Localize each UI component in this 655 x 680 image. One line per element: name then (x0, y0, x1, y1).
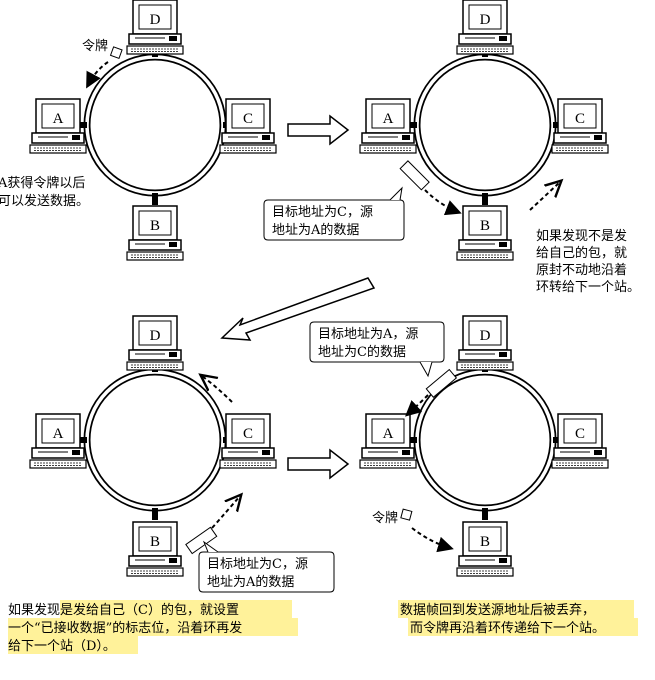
node-d-2: D (456, 0, 514, 55)
node-b-4: B (456, 521, 514, 577)
panel2-note-line3: 原封不动地沿着 (536, 262, 627, 278)
svg-text:B: B (480, 534, 490, 550)
node-a-1: A (29, 98, 87, 154)
panel-4: D A C B 目标地址为A，源 地址为C的数据 令牌 数据帧回到发送源地址后被… (309, 315, 638, 636)
panel2-note-line4: 环转给下一个站。 (536, 280, 640, 295)
panel3-note-line2: 一个“已接收数据”的标志位，沿着环再发 (8, 620, 242, 636)
ring-1 (87, 57, 223, 193)
node-d-4: D (456, 315, 514, 371)
panel2-note-line1: 如果发现不是发 (536, 228, 627, 244)
flow-arrow-2-3 (220, 277, 376, 341)
flow-arrow-3-4 (287, 448, 350, 480)
panel4-callout-line2: 地址为C的数据 (318, 344, 406, 360)
panel4-note-line2: 而令牌再沿着环传递给下一个站。 (410, 620, 605, 636)
svg-text:B: B (150, 218, 160, 234)
node-a-2: A (359, 98, 417, 154)
node-b-1: B (126, 205, 184, 261)
highlight-3b (8, 618, 298, 636)
packet-arrow-3 (211, 496, 240, 529)
svg-text:D: D (150, 12, 161, 28)
node-c-4: C (551, 413, 609, 469)
svg-text:B: B (150, 534, 160, 550)
data-packet-4 (425, 368, 458, 398)
node-a-4: A (359, 413, 417, 469)
svg-text:A: A (383, 111, 394, 127)
packet-arrow-4 (405, 394, 429, 417)
node-c-3: C (219, 413, 277, 469)
token-path-arrow-1 (86, 61, 109, 89)
panel-1: D A C B 令牌 A获得令牌以后 可以发送数据。 (0, 0, 277, 261)
node-d-3: D (126, 315, 184, 371)
ring-2 (417, 57, 553, 193)
flow-arrow-1-2 (287, 114, 350, 146)
svg-text:B: B (480, 218, 490, 234)
panel3-callout-line2: 地址为A的数据 (207, 574, 294, 590)
node-a-3: A (29, 413, 87, 469)
panel1-note-line2: 可以发送数据。 (0, 193, 89, 209)
highlight-3c (8, 636, 138, 654)
svg-text:D: D (150, 328, 161, 344)
panel-2: D A C B 目标地址为C，源 地址为A的数据 如果发现不是发 给自己的包，就… (263, 0, 640, 295)
svg-text:C: C (575, 111, 585, 127)
ring-3 (87, 372, 223, 508)
forward-arrow-3 (202, 376, 233, 403)
highlight-3a (60, 600, 292, 618)
panel4-callout-line1: 目标地址为A，源 (318, 327, 418, 342)
packet-arrow-2 (424, 189, 462, 216)
callout-box-2 (263, 199, 405, 241)
panel2-note-line2: 给自己的包，就 (536, 245, 627, 261)
highlight-4b (408, 618, 638, 636)
highlight-4a (398, 600, 634, 618)
node-d-1: D (126, 0, 184, 55)
panel1-note-line1: A获得令牌以后 (0, 175, 85, 191)
token-label-1: 令牌 (82, 38, 108, 54)
svg-text:C: C (243, 426, 253, 442)
svg-text:A: A (383, 426, 394, 442)
svg-text:A: A (53, 426, 64, 442)
panel2-callout-line1: 目标地址为C，源 (272, 205, 373, 220)
token-label-4: 令牌 (372, 510, 398, 526)
token-icon-1 (109, 46, 123, 60)
svg-text:A: A (53, 111, 64, 127)
node-b-2: B (456, 205, 514, 261)
node-c-1: C (219, 98, 277, 154)
data-packet-3 (185, 526, 218, 555)
panel3-callout-line1: 目标地址为C，源 (207, 557, 308, 572)
callout-box-4 (309, 321, 445, 363)
node-c-2: C (551, 98, 609, 154)
svg-text:D: D (480, 12, 491, 28)
node-b-3: B (126, 521, 184, 577)
token-icon-4 (400, 508, 413, 521)
panel2-callout-line2: 地址为A的数据 (272, 222, 359, 238)
token-path-arrow-4 (411, 527, 454, 553)
panel-3: D A C B 目标地址为C，源 地址为A的数据 如果发现是发给自己（C）的包，… (8, 315, 335, 654)
svg-text:D: D (480, 328, 491, 344)
forward-arrow-2 (529, 182, 560, 211)
callout-box-3 (198, 551, 335, 593)
panel3-note-line3: 给下一个站（D）。 (8, 639, 116, 654)
svg-text:C: C (243, 111, 253, 127)
panel4-note-line1: 数据帧回到发送源地址后被丢弃， (400, 602, 595, 618)
data-packet-2 (399, 160, 430, 191)
panel3-note-line1: 如果发现是发给自己（C）的包，就设置 (8, 602, 239, 618)
svg-text:C: C (575, 426, 585, 442)
